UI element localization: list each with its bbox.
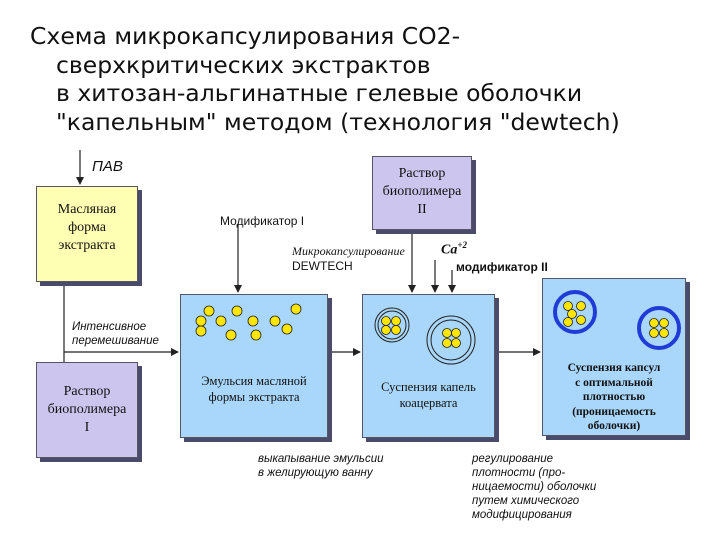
- title-line-3: в хитозан-альгинатные гелевые оболочки: [56, 79, 583, 107]
- modifier2-label: модификатор II: [456, 260, 548, 274]
- droplet: [195, 325, 207, 337]
- intensive-line-2: перемешивание: [72, 335, 159, 347]
- intensive-mixing-label: Интенсивное перемешивание: [72, 320, 159, 348]
- droplet: [250, 329, 262, 341]
- droplet: [281, 323, 293, 335]
- droplet: [659, 318, 669, 328]
- droplet: [659, 328, 669, 338]
- droplet: [451, 328, 461, 338]
- droplet: [195, 315, 207, 327]
- droplet: [563, 301, 573, 311]
- intensive-line-1: Интенсивное: [72, 321, 147, 333]
- droplet: [231, 305, 243, 317]
- biopolymer2-line-3: II: [417, 202, 427, 217]
- suspension-drops-box: Суспензия капель коацервата: [362, 294, 495, 438]
- biopolymer2-line-2: биополимера: [382, 184, 462, 199]
- ca-text: Ca: [441, 242, 458, 258]
- droplet: [442, 338, 452, 348]
- biopolymer2-line-1: Раствор: [398, 166, 446, 181]
- droplet: [649, 318, 659, 328]
- droplet: [563, 317, 573, 327]
- reg-line-1: регулирование: [472, 453, 554, 465]
- drops-line-2: коацервата: [399, 396, 458, 410]
- caps-line-5: оболочки): [587, 420, 641, 432]
- emulsion-line-2: формы экстракта: [208, 390, 300, 404]
- droplet: [381, 325, 391, 335]
- emulsion-line-1: Эмульсия масляной: [201, 374, 307, 388]
- page-title: Схема микрокапсулирования CO2- сверхкрит…: [30, 22, 710, 136]
- droplet: [576, 315, 586, 325]
- emulsion-droplets: [195, 303, 302, 341]
- biopolymer1-box: Раствор биополимера I: [36, 362, 138, 458]
- oil-form-box: Масляная форма экстракта: [36, 186, 138, 282]
- droplet: [203, 305, 215, 317]
- caps-line-3: плотностью: [582, 391, 646, 403]
- regulation-label: регулирование плотности (про- ницаемости…: [472, 452, 596, 522]
- droplet: [269, 315, 281, 327]
- pav-label: ПАВ: [92, 158, 123, 175]
- oil-form-line-3: экстракта: [58, 238, 116, 253]
- droplet: [247, 315, 259, 327]
- oil-form-line-2: форма: [68, 220, 106, 235]
- title-line-4: "капельным" методом (технология "dewtech…: [56, 107, 620, 136]
- drip-line-1: выкапывание эмульсии: [258, 453, 384, 465]
- capsule-shell: [637, 306, 681, 350]
- ca-label: Ca+2: [441, 240, 467, 259]
- caps-line-4: (проницаемость: [572, 405, 656, 418]
- droplet: [576, 301, 586, 311]
- emulsion-box: Эмульсия масляной формы экстракта: [180, 294, 328, 438]
- reg-line-4: путем химического: [472, 495, 580, 507]
- coacervate-drops: [374, 307, 476, 365]
- coacervate-drop: [374, 307, 410, 343]
- title-line-1: Схема микрокапсулирования CO2-: [30, 22, 461, 50]
- droplet: [290, 303, 302, 315]
- dewtech-label: DEWTECH: [292, 259, 353, 273]
- reg-line-3: ницаемости) оболочки: [472, 481, 597, 493]
- microencapsulation-label: Микрокапсулирование: [292, 244, 405, 258]
- caps-line-2: с оптимальной: [575, 376, 653, 389]
- biopolymer1-line-3: I: [84, 420, 90, 435]
- drip-label: выкапывание эмульсии в желирующую ванну: [258, 452, 384, 480]
- coacervate-drop: [426, 315, 476, 365]
- modifier1-label: Модификатор I: [220, 214, 305, 228]
- droplet: [567, 309, 577, 319]
- droplet: [451, 338, 461, 348]
- coacervate-drop-inner: [377, 310, 407, 340]
- biopolymer1-line-2: биополимера: [47, 402, 127, 417]
- suspension-capsules-box: Суспензия капсул с оптимальной плотность…: [542, 278, 686, 436]
- caps-line-1: Суспензия капсул: [567, 362, 661, 374]
- biopolymer2-box: Раствор биополимера II: [372, 156, 472, 230]
- droplet: [225, 329, 237, 341]
- droplet: [391, 325, 401, 335]
- reg-line-5: модифицирования: [472, 509, 572, 521]
- capsule-shell: [553, 290, 597, 334]
- droplet: [391, 316, 401, 326]
- droplet: [442, 328, 452, 338]
- droplet: [649, 328, 659, 338]
- capsules: [553, 290, 681, 350]
- ca-superscript: +2: [457, 240, 467, 250]
- drops-line-1: Суспензия капель: [381, 380, 476, 394]
- droplet: [381, 316, 391, 326]
- oil-form-line-1: Масляная: [57, 202, 117, 217]
- reg-line-2: плотности (про-: [472, 467, 566, 479]
- drip-line-2: в желирующую ванну: [258, 467, 373, 479]
- title-line-2: сверхкритических экстрактов: [56, 50, 431, 79]
- coacervate-drop-inner: [430, 319, 472, 361]
- droplet: [215, 315, 227, 327]
- biopolymer1-line-1: Раствор: [63, 384, 111, 399]
